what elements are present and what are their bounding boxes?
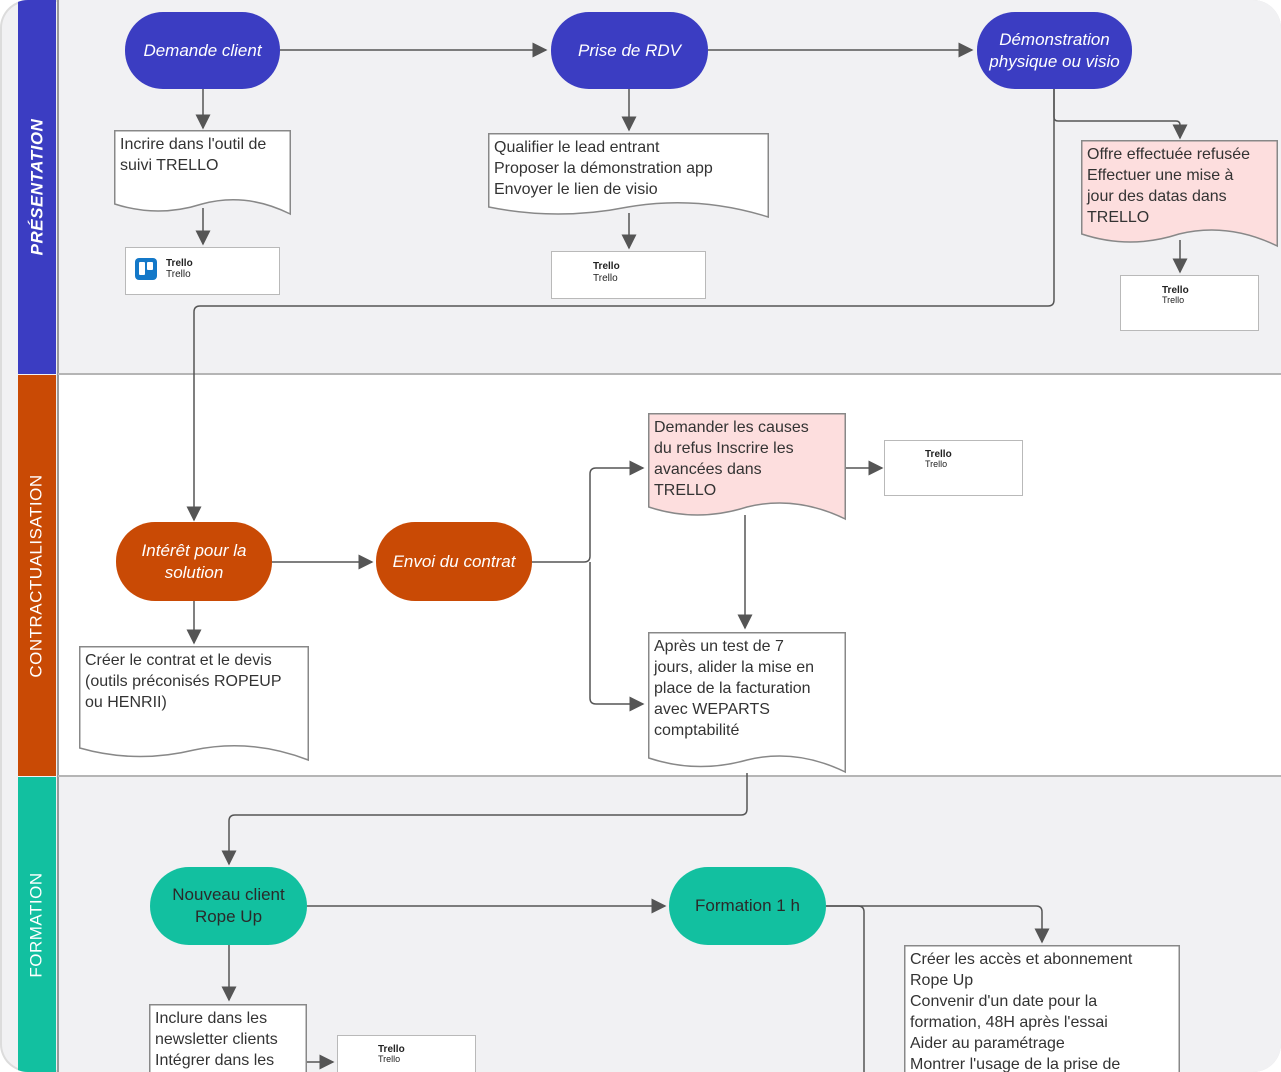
step-prise-de-rdv[interactable]: Prise de RDV (551, 12, 708, 89)
trello-logo-text: Trello (593, 273, 618, 284)
doc-qualifier-lead[interactable]: Qualifier le lead entrant Proposer la dé… (488, 133, 769, 221)
doc-text: Créer les accès et abonnement Rope Up Co… (910, 951, 1133, 1072)
trello-logo-text: Trello (166, 269, 191, 280)
step-label: Formation 1 h (695, 896, 800, 915)
step-label: Demande client (143, 40, 262, 60)
arrow (826, 905, 1050, 944)
arrow (589, 562, 645, 712)
doc-creer-acces[interactable]: Créer les accès et abonnement Rope Up Co… (904, 945, 1180, 1072)
step-formation-1h[interactable]: Formation 1 h (669, 867, 826, 945)
doc-text: Offre effectuée refusée Effectuer une mi… (1087, 146, 1251, 226)
trello-icon (135, 258, 157, 280)
doc-text: Incrire dans l'outil de suivi TRELLO (120, 136, 267, 174)
trello-logo-text: Trello (166, 258, 193, 269)
step-demonstration[interactable]: Démonstration physique ou visio (977, 12, 1132, 89)
arrow (186, 89, 1055, 522)
step-envoi-contrat[interactable]: Envoi du contrat (376, 522, 532, 601)
trello-logo-box: Trello Trello (125, 247, 280, 295)
doc-inclure-newsletter[interactable]: Inclure dans les newsletter clients Inté… (149, 1004, 307, 1072)
trello-logo-text: Trello (378, 1044, 405, 1055)
trello-logo-box: Trello Trello (884, 440, 1023, 496)
trello-logo-text: Trello (925, 459, 948, 469)
step-label: Démonstration physique ou visio (989, 29, 1120, 71)
doc-text: Inclure dans les newsletter clients Inté… (155, 1010, 278, 1069)
step-label: Prise de RDV (578, 40, 681, 60)
trello-logo-box: Trello Trello (337, 1035, 476, 1072)
trello-logo-text: Trello (593, 261, 620, 272)
doc-offre-refusee[interactable]: Offre effectuée refusée Effectuer une mi… (1081, 140, 1278, 250)
lane-label-contractualisation: CONTRACTUALISATION (18, 375, 56, 776)
trello-logo-text: Trello (1162, 285, 1189, 296)
arrow (826, 905, 865, 1072)
arrow (532, 460, 645, 563)
lane-label-formation: FORMATION (18, 777, 56, 1072)
step-label: Nouveau client Rope Up (172, 885, 285, 926)
arrow (221, 773, 748, 866)
step-label: Envoi du contrat (392, 551, 516, 571)
doc-apres-test[interactable]: Après un test de 7 jours, alider la mise… (648, 632, 846, 774)
lane-divider (58, 373, 1281, 375)
trello-logo-text: Trello (1162, 295, 1185, 305)
trello-logo-box: Trello Trello (1120, 275, 1259, 331)
doc-creer-contrat[interactable]: Créer le contrat et le devis (outils pré… (79, 646, 309, 764)
doc-demander-causes[interactable]: Demander les causes du refus Inscrire le… (648, 413, 846, 523)
doc-text: Après un test de 7 jours, alider la mise… (654, 638, 815, 739)
trello-logo-text: Trello (378, 1054, 401, 1064)
doc-text: Demander les causes du refus Inscrire le… (654, 419, 809, 499)
doc-text: Qualifier le lead entrant Proposer la dé… (494, 139, 713, 198)
step-interet-solution[interactable]: Intérêt pour la solution (116, 522, 272, 601)
doc-inscrire-trello[interactable]: Incrire dans l'outil de suivi TRELLO (114, 130, 291, 218)
lane-divider (58, 775, 1281, 777)
lane-label-presentation: PRÉSENTATION (18, 0, 56, 374)
lane-divider-vertical (57, 0, 59, 1072)
trello-logo-box: Trello Trello (551, 251, 706, 299)
step-nouveau-client[interactable]: Nouveau client Rope Up (150, 867, 307, 945)
trello-logo-text: Trello (925, 449, 952, 460)
step-label: Intérêt pour la solution (141, 540, 247, 582)
step-demande-client[interactable]: Demande client (125, 12, 280, 89)
arrow (1053, 89, 1188, 140)
doc-text: Créer le contrat et le devis (outils pré… (85, 652, 282, 711)
